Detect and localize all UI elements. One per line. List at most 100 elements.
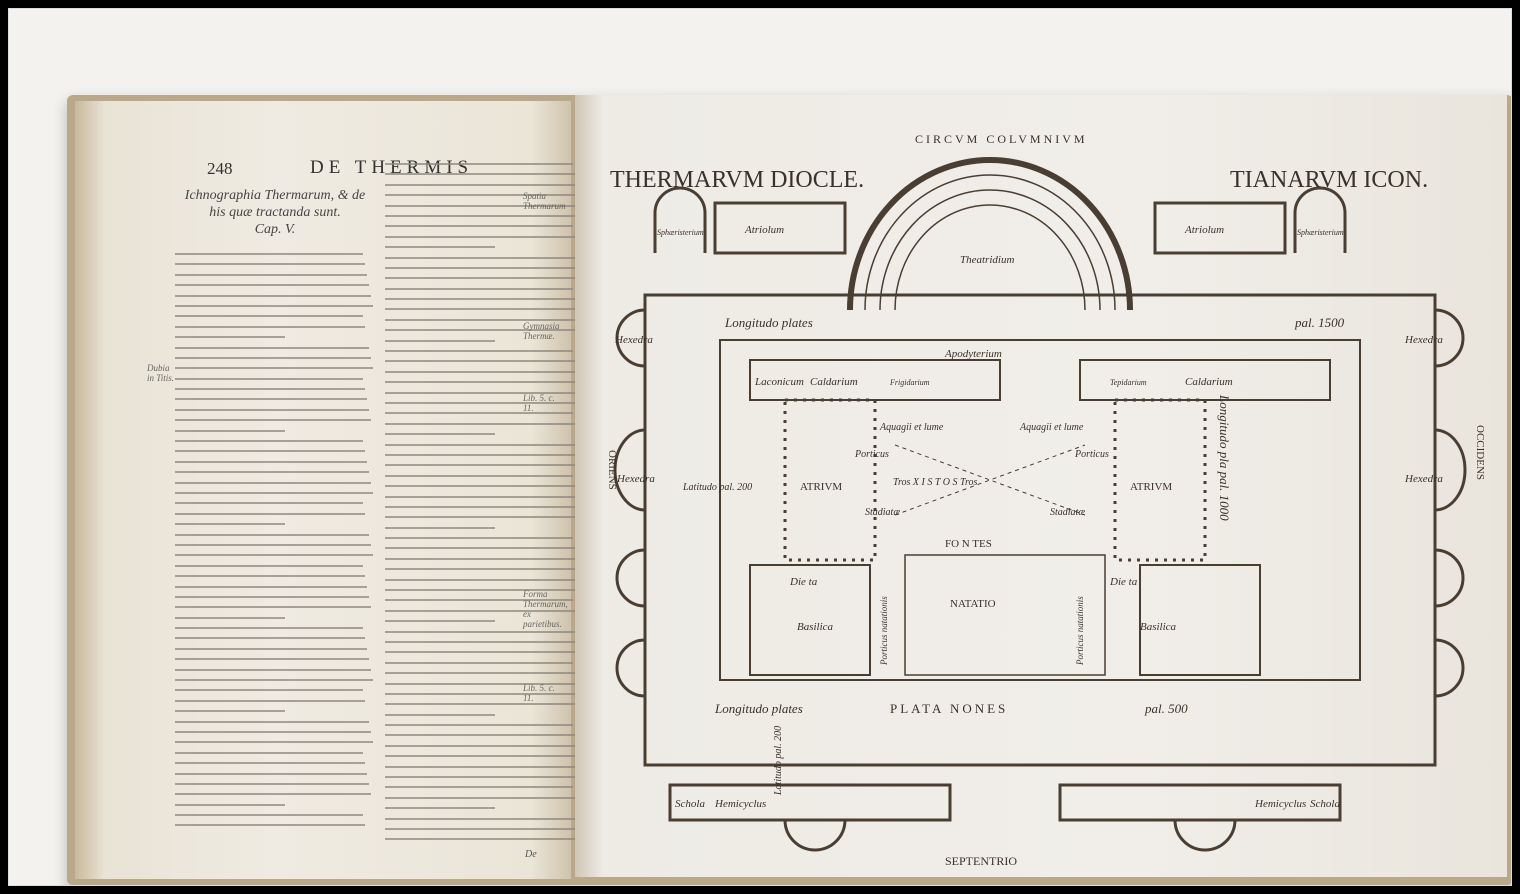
text-line bbox=[175, 512, 365, 515]
label-atriolum: Atriolum bbox=[1184, 224, 1224, 236]
label-longitudo-bottom: Longitudo plates bbox=[714, 701, 803, 716]
text-line bbox=[385, 422, 575, 425]
label-hemicyclus: Hemicyclus bbox=[1254, 798, 1306, 810]
label-porticus-natationis: Porticus natationis bbox=[879, 596, 889, 666]
text-line bbox=[175, 471, 369, 474]
label-atrium: ATRIVM bbox=[800, 481, 842, 493]
text-line bbox=[385, 412, 573, 415]
text-column-right bbox=[385, 163, 585, 849]
label-aquagii: Aquagii et lume bbox=[1019, 422, 1084, 433]
text-line bbox=[385, 537, 573, 540]
text-line bbox=[175, 336, 285, 339]
text-line bbox=[175, 543, 371, 546]
margin-note: Dubia in Titis. bbox=[147, 363, 175, 383]
text-line bbox=[175, 637, 365, 640]
text-line bbox=[385, 672, 575, 675]
label-sphaeristerium: Sphæristerium bbox=[657, 228, 704, 237]
label-atrium: ATRIVM bbox=[1130, 481, 1172, 493]
label-oriens: ORIENS bbox=[606, 450, 618, 490]
text-line bbox=[175, 668, 371, 671]
text-line bbox=[175, 481, 371, 484]
label-sphaeristerium: Sphæristerium bbox=[1297, 228, 1344, 237]
text-line bbox=[385, 578, 581, 581]
text-line bbox=[385, 401, 583, 404]
label-hexedra: Hexedra bbox=[1404, 334, 1443, 346]
text-line bbox=[385, 568, 579, 571]
text-line bbox=[175, 720, 369, 723]
text-line bbox=[385, 609, 575, 612]
label-porticus: Porticus bbox=[854, 449, 889, 460]
margin-note: Spatia Thermarum bbox=[523, 191, 566, 211]
margin-note: Lib. 5. c. 11. bbox=[523, 683, 555, 703]
text-line bbox=[385, 495, 577, 498]
text-line bbox=[385, 235, 575, 238]
text-line bbox=[175, 710, 285, 713]
label-xistos: Tros X I S T O S Tros bbox=[893, 477, 977, 488]
text-line bbox=[385, 630, 579, 633]
left-page: 248 DE THERMIS Ichnographia Thermarum, &… bbox=[75, 101, 583, 879]
text-line bbox=[385, 485, 575, 488]
text-line bbox=[175, 824, 365, 827]
text-line bbox=[385, 183, 577, 186]
heading-line: Cap. V. bbox=[254, 222, 296, 237]
text-line bbox=[175, 814, 363, 817]
text-line bbox=[385, 433, 495, 436]
label-basilica: Basilica bbox=[1140, 621, 1177, 633]
text-line bbox=[175, 491, 373, 494]
label-pal-500: pal. 500 bbox=[1144, 701, 1188, 716]
text-line bbox=[385, 370, 577, 373]
text-line bbox=[385, 589, 583, 592]
text-line bbox=[385, 599, 573, 602]
text-line bbox=[175, 253, 363, 255]
text-line bbox=[175, 803, 285, 806]
label-theatridium: Theatridium bbox=[960, 254, 1014, 266]
text-line bbox=[385, 640, 581, 643]
text-line bbox=[175, 367, 373, 370]
label-hemicyclus: Hemicyclus bbox=[714, 798, 766, 810]
text-line bbox=[175, 585, 367, 588]
text-line bbox=[175, 398, 367, 401]
label-longitudo-top: Longitudo plates bbox=[724, 315, 813, 330]
text-line bbox=[385, 828, 581, 830]
text-line bbox=[385, 339, 495, 342]
text-line bbox=[175, 523, 285, 526]
label-atriolum: Atriolum bbox=[744, 224, 784, 236]
text-line bbox=[385, 505, 579, 508]
text-line bbox=[175, 429, 285, 432]
photo-frame: 248 DE THERMIS Ichnographia Thermarum, &… bbox=[8, 8, 1512, 886]
text-line bbox=[385, 817, 579, 820]
text-line bbox=[175, 782, 369, 785]
text-line bbox=[175, 388, 365, 391]
text-line bbox=[385, 734, 575, 737]
text-line bbox=[175, 616, 285, 619]
text-line bbox=[385, 713, 495, 716]
text-line bbox=[385, 557, 577, 560]
catchword: De bbox=[525, 849, 537, 860]
text-line bbox=[385, 391, 581, 394]
text-line bbox=[385, 256, 579, 259]
margin-note: Lib. 5. c. 11. bbox=[523, 393, 555, 413]
text-line bbox=[175, 408, 369, 411]
text-line bbox=[175, 450, 365, 453]
label-pal-1500: pal. 1500 bbox=[1294, 315, 1345, 330]
heading-line: his quæ tractanda sunt. bbox=[209, 205, 341, 220]
label-natatio: NATATIO bbox=[950, 598, 996, 610]
label-hexedra: Hexedra bbox=[616, 473, 655, 485]
margin-note: Forma Thermarum, ex parietibus. bbox=[523, 589, 568, 629]
label-fontes: FO N TES bbox=[945, 538, 992, 550]
label-latitudo-200: Latitudo pal. 200 bbox=[773, 726, 784, 796]
text-line bbox=[385, 786, 573, 789]
label-longitudo-side: Longitudo pla pal. 1000 bbox=[1217, 394, 1232, 521]
text-line bbox=[385, 474, 573, 477]
label-hexedra: Hexedra bbox=[614, 334, 653, 346]
text-line bbox=[385, 329, 581, 332]
text-line bbox=[175, 315, 363, 318]
text-line bbox=[175, 658, 369, 661]
text-line bbox=[175, 751, 363, 754]
text-line bbox=[175, 263, 365, 266]
text-line bbox=[175, 647, 367, 650]
label-latitudo: Latitudo pal. 200 bbox=[682, 482, 752, 493]
label-occidens: OCCIDENS bbox=[1474, 425, 1486, 480]
text-line bbox=[385, 204, 581, 207]
text-line bbox=[175, 284, 369, 287]
